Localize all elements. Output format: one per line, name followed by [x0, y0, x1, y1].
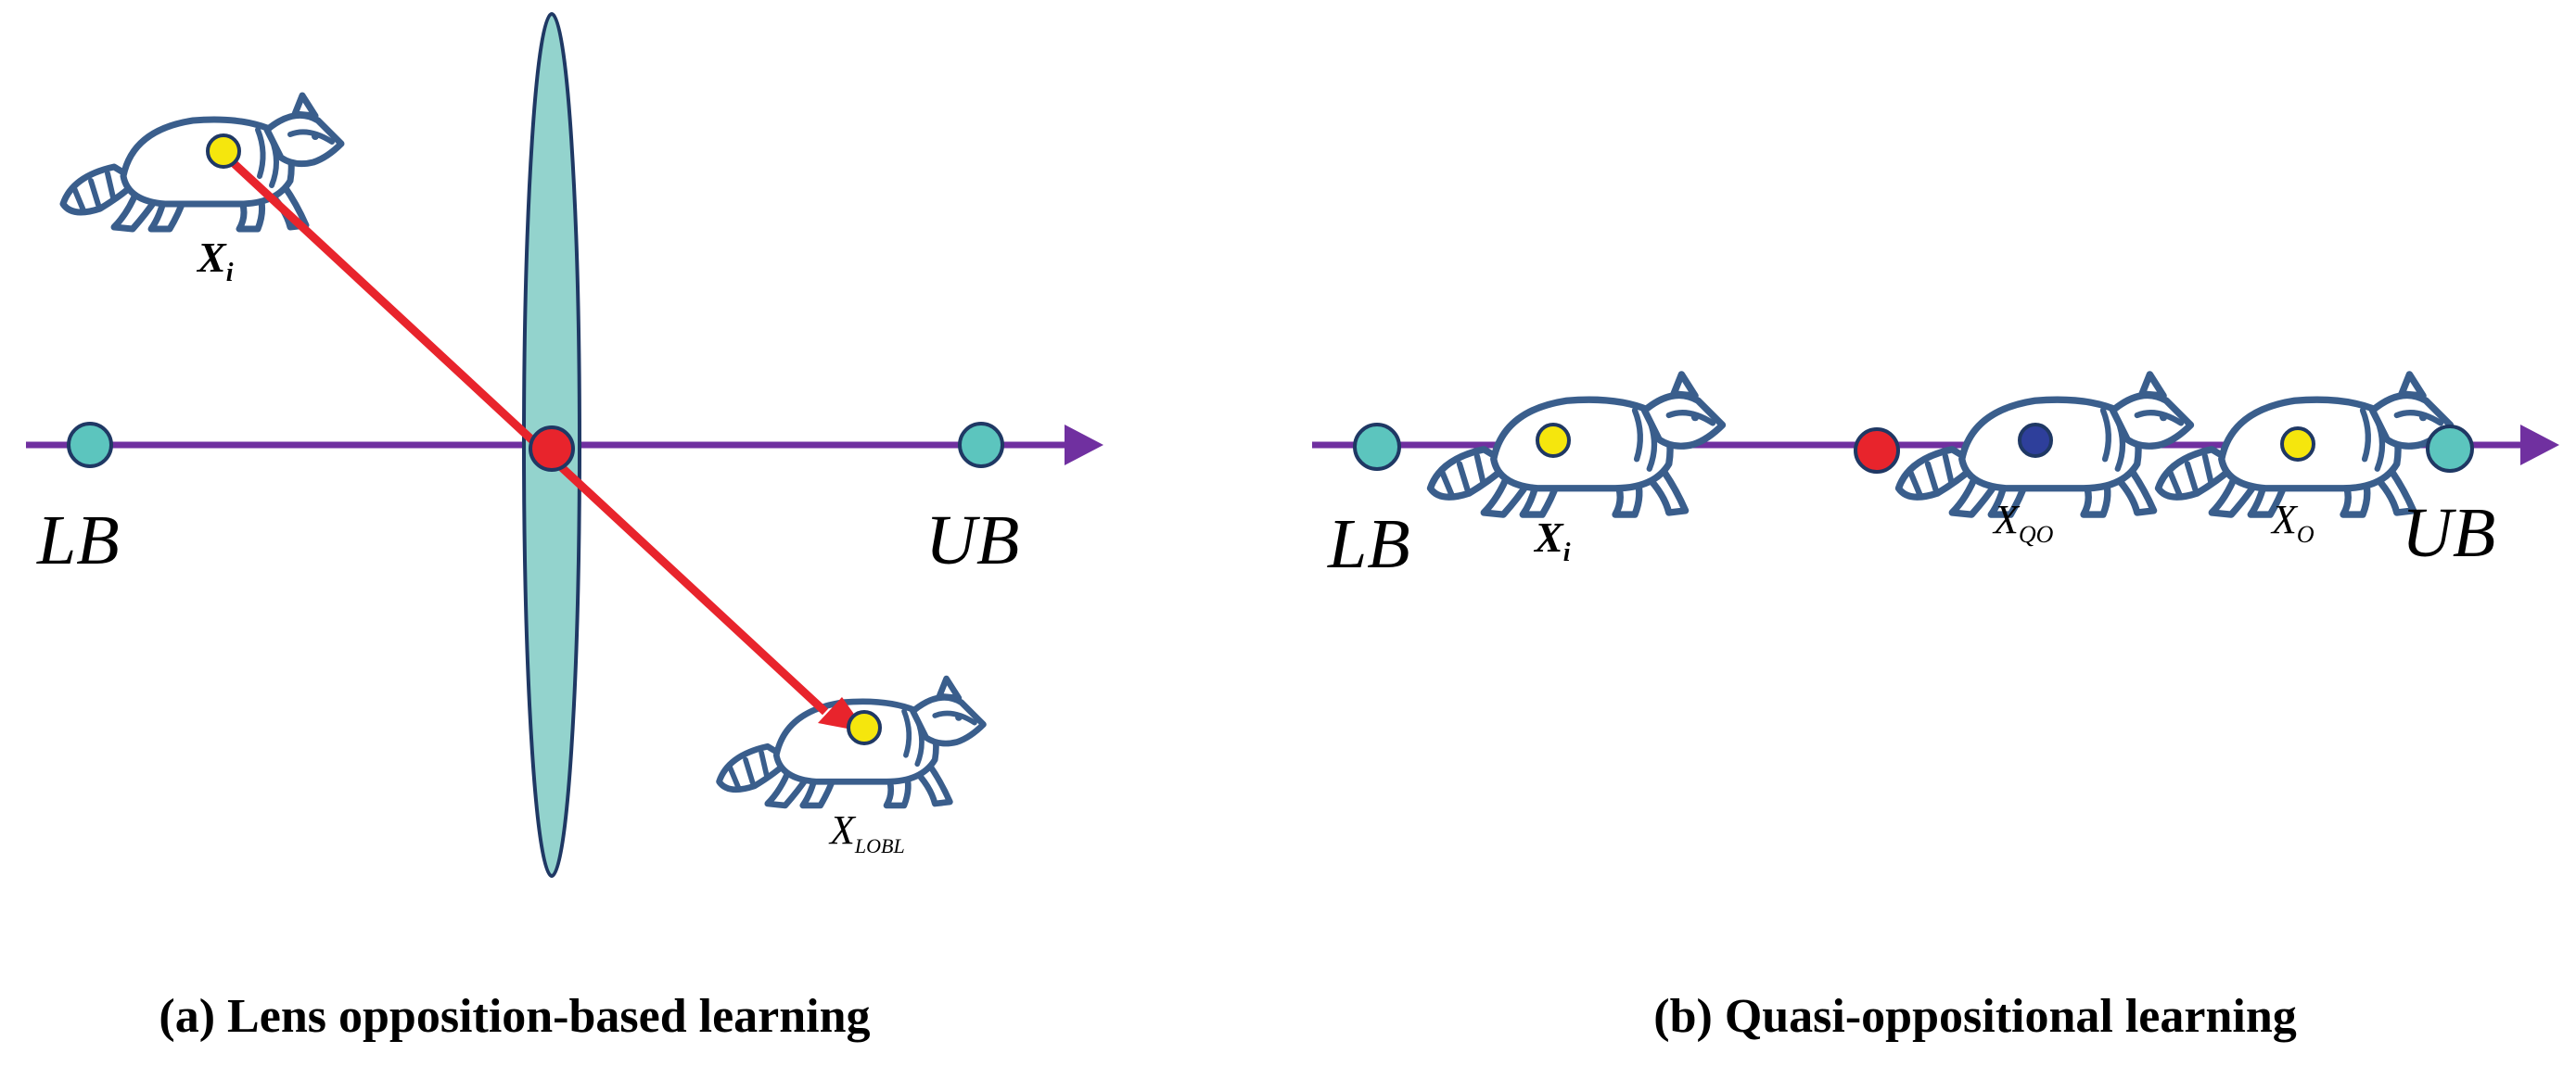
svg-text:XO: XO [2270, 497, 2315, 548]
ub-label-a: UB [925, 501, 1019, 579]
caption-a: (a) Lens opposition-based learning [159, 990, 870, 1043]
xo-sub: O [2297, 521, 2315, 548]
xi-sub-a: i [226, 259, 234, 287]
xqo-sub: QO [2019, 521, 2054, 548]
lb-label-b: LB [1327, 505, 1410, 583]
xo-label: X [2270, 497, 2299, 542]
ub-label-b: UB [2402, 494, 2495, 572]
xi-point-a [206, 133, 241, 169]
arrow-head-icon [2520, 425, 2559, 465]
xlobl-point [847, 710, 882, 745]
svg-text:Xi: Xi [1533, 514, 1571, 567]
svg-text:Xi: Xi [196, 234, 234, 287]
xqo-label: X [1992, 497, 2021, 542]
center-point-b [1854, 427, 1900, 474]
raccoon-icon [63, 95, 341, 229]
opposition-ray [219, 149, 829, 716]
ub-point-b [2426, 425, 2474, 473]
svg-text:XLOBL: XLOBL [828, 807, 905, 857]
ub-point-a [958, 422, 1004, 468]
xi-sub-b: i [1563, 539, 1571, 567]
panel-a: LB UB Xi XLOBL (a) Lens opposition-based… [26, 12, 1103, 1043]
xqo-point [2018, 423, 2053, 458]
panel-b: LB UB Xi XQO XO (b) Quasi-oppositional l… [1312, 374, 2559, 1043]
lb-point-b [1353, 423, 1401, 471]
xi-label-a: X [196, 234, 227, 281]
arrow-head-icon [1065, 425, 1103, 465]
center-point-a [529, 425, 575, 472]
xlobl-label: X [828, 807, 857, 853]
xi-point-b [1536, 423, 1571, 458]
caption-b: (b) Quasi-oppositional learning [1653, 990, 2296, 1043]
lb-point-a [67, 422, 113, 468]
xi-label-b: X [1533, 514, 1564, 561]
lb-label-a: LB [36, 501, 120, 579]
xo-point [2280, 426, 2315, 462]
raccoon-icon [720, 679, 984, 806]
svg-text:XQO: XQO [1992, 497, 2054, 548]
xlobl-sub: LOBL [854, 834, 905, 857]
